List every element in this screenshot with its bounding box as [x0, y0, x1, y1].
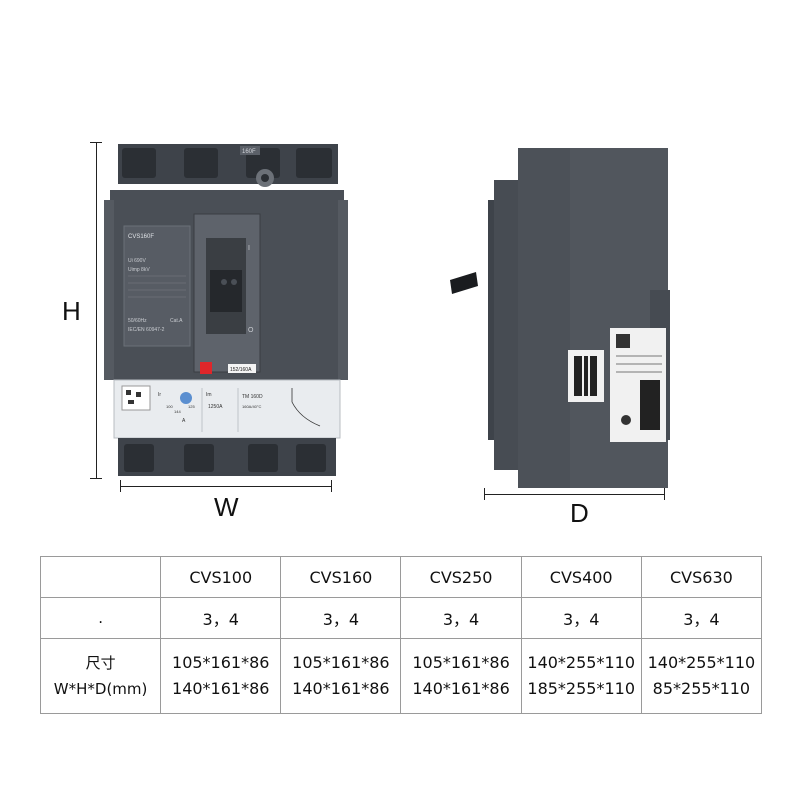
- breaker-side-view: [450, 148, 670, 488]
- height-label: H: [62, 296, 81, 326]
- table-row-label: 尺寸W*H*D(mm): [39, 638, 162, 714]
- category-text: Cat.A: [170, 318, 183, 324]
- trip-unit: TM 160D: [242, 394, 263, 400]
- ir-label: Ir: [158, 392, 161, 398]
- table-header-row: CVS100 CVS160 CVS250 CVS400 CVS630: [39, 556, 763, 598]
- svg-text:O: O: [248, 327, 254, 334]
- height-dimension-line: [96, 142, 97, 478]
- table-cell: 3，4: [400, 597, 522, 639]
- svg-text:A: A: [182, 418, 186, 424]
- depth-dimension-line: [485, 494, 665, 495]
- table-cell: 3，4: [280, 597, 402, 639]
- depth-tick-right: [664, 488, 665, 500]
- ir-dial: [180, 392, 192, 404]
- width-dimension-line: [120, 486, 332, 487]
- width-tick-right: [331, 480, 332, 492]
- depth-tick-left: [484, 488, 485, 500]
- table-row-label: .: [39, 597, 162, 639]
- voltage-text: Ui 690V: [128, 258, 146, 264]
- top-badge: 160F: [242, 149, 256, 155]
- trip-spec: 160A/40°C: [242, 404, 262, 409]
- table-header-cell: CVS250: [400, 556, 522, 598]
- table-cell: 3，4: [640, 597, 763, 639]
- table-header-cell: [39, 556, 162, 598]
- height-tick-top: [90, 142, 102, 143]
- width-tick-left: [120, 480, 121, 492]
- table-cell: 3，4: [520, 597, 642, 639]
- svg-text:I: I: [248, 245, 250, 252]
- svg-text:100: 100: [166, 404, 173, 409]
- table-header-cell: CVS400: [520, 556, 642, 598]
- table-header-cell: CVS100: [160, 556, 282, 598]
- model-label: CVS160F: [128, 234, 154, 240]
- table-header-cell: CVS160: [280, 556, 402, 598]
- height-tick-bottom: [90, 478, 102, 479]
- rating-tag: 152/160A: [230, 367, 252, 373]
- spec-table: CVS100 CVS160 CVS250 CVS400 CVS630 . 3，4…: [39, 556, 763, 714]
- im-label: Im: [206, 392, 212, 398]
- frequency-text: 50/60Hz: [128, 318, 147, 324]
- uimp-text: Uimp 8kV: [128, 267, 150, 273]
- svg-text:125: 125: [188, 404, 195, 409]
- depth-label: D: [570, 498, 589, 528]
- width-label: W: [214, 492, 239, 522]
- table-cell: 3，4: [160, 597, 282, 639]
- trip-current: 1250A: [208, 404, 223, 410]
- table-header-cell: CVS630: [640, 556, 763, 598]
- table-row: . 3，4 3，4 3，4 3，4 3，4: [39, 597, 763, 639]
- standard-text: IEC/EN 60947-2: [128, 327, 165, 333]
- breaker-front-view: 160F CVS160F Ui 690V Uimp 8kV 50/60Hz Ca…: [104, 144, 348, 476]
- test-button: [200, 362, 212, 374]
- svg-text:144: 144: [174, 409, 181, 414]
